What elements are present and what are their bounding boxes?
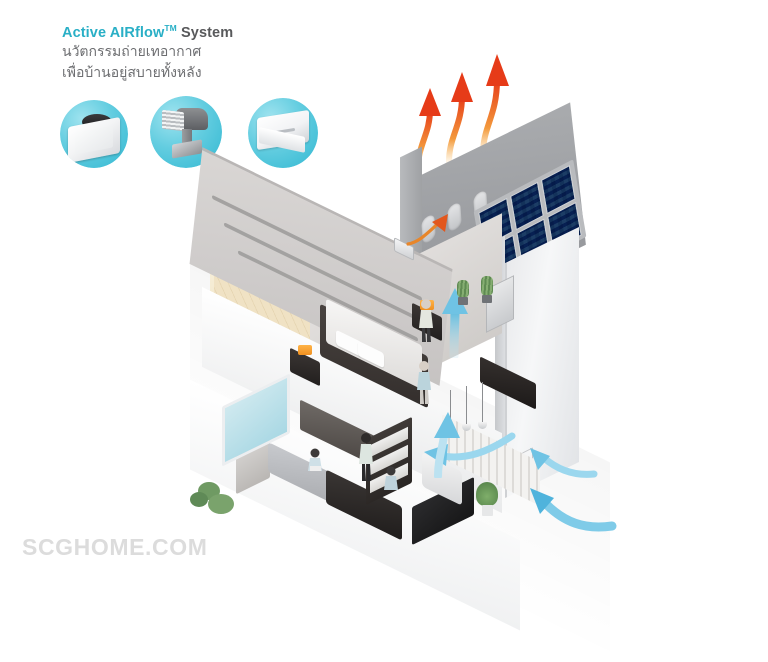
bedside-lamp bbox=[298, 345, 312, 355]
cool-air-intake-arrows bbox=[530, 448, 617, 532]
title-suffix-text: System bbox=[181, 24, 234, 41]
cool-air-arrow-stairwell bbox=[434, 412, 460, 478]
product-wall-vent-grille[interactable] bbox=[248, 98, 318, 168]
potted-plant bbox=[480, 276, 494, 304]
intake-arrow-inner bbox=[530, 448, 598, 478]
pendant-light bbox=[462, 424, 471, 431]
ceiling-cassette-icon bbox=[68, 114, 120, 164]
pendant-light-wire bbox=[482, 382, 483, 422]
potted-plant bbox=[476, 482, 498, 518]
site-watermark: SCGHOME.COM bbox=[22, 534, 208, 560]
ceiling-unit-airflow-arrow bbox=[406, 214, 448, 246]
garden-shrub bbox=[208, 494, 234, 514]
hot-air-arrow-2 bbox=[446, 72, 473, 165]
subtitle-line-2: เพื่อบ้านอยู่สบายทั้งหลัง bbox=[62, 64, 202, 81]
title-accent-text: Active AIRflow bbox=[62, 24, 165, 41]
page-title: Active AIRflowTM System bbox=[62, 20, 362, 42]
intake-arrow-outer bbox=[530, 488, 617, 532]
occupant-figure bbox=[359, 433, 373, 481]
hot-air-exhaust-arrows bbox=[415, 54, 509, 171]
pendant-light-wire bbox=[450, 390, 451, 426]
wall-hood-icon bbox=[162, 108, 212, 159]
poster-canvas: Active AIRflowTM System นวัตกรรมถ่ายเทอา… bbox=[0, 0, 768, 573]
occupant-figure bbox=[417, 361, 431, 404]
subtitle-line-1: นวัตกรรมถ่ายเทอากาศ bbox=[62, 43, 202, 60]
pendant-light-wire bbox=[466, 386, 467, 424]
occupant-figure bbox=[308, 448, 322, 471]
occupant-figure bbox=[384, 466, 398, 490]
trademark-symbol: TM bbox=[164, 23, 177, 33]
cool-air-arrow-bedroom bbox=[442, 288, 468, 358]
occupant-figure bbox=[419, 299, 433, 342]
pendant-light bbox=[478, 422, 487, 429]
garden-shrub bbox=[190, 492, 208, 507]
product-ceiling-cassette-ventilator[interactable] bbox=[60, 100, 128, 168]
house-illustration bbox=[150, 30, 650, 662]
headline-block: Active AIRflowTM System นวัตกรรมถ่ายเทอา… bbox=[62, 20, 362, 84]
potted-plant bbox=[456, 280, 470, 306]
